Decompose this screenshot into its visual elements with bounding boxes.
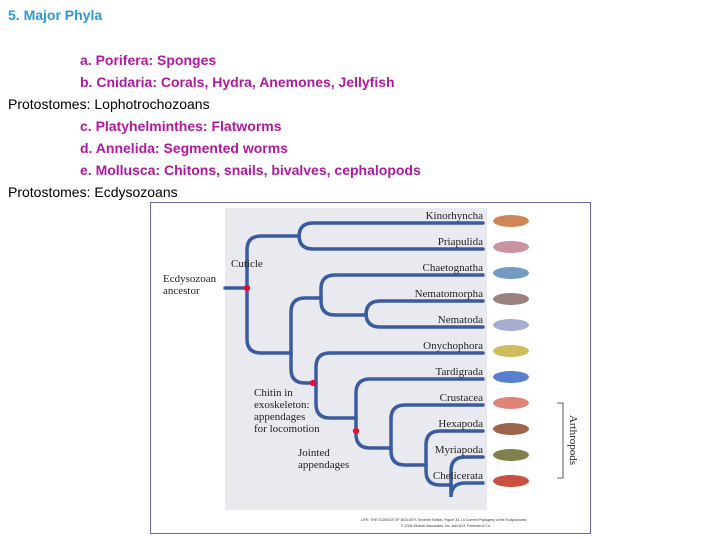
phylum-platyhelminthes: c. Platyhelminthes: Flatworms bbox=[80, 118, 282, 134]
phylum-cnidaria: b. Cnidaria: Corals, Hydra, Anemones, Je… bbox=[80, 74, 395, 90]
tree-panel bbox=[225, 208, 487, 510]
branch-hexapoda bbox=[424, 429, 485, 467]
branch-to-hex bbox=[389, 446, 428, 467]
ancestor-label-2: ancestor bbox=[163, 285, 200, 297]
animal-chaetognatha bbox=[493, 267, 529, 279]
branch-onychophora bbox=[314, 351, 485, 385]
chitin-label-3: appendages bbox=[254, 411, 305, 423]
phylogeny-svg: KinorhynchaPriapulidaChaetognathaNematom… bbox=[163, 208, 579, 528]
branch-to-rest bbox=[245, 286, 293, 355]
taxa-labels: KinorhynchaPriapulidaChaetognathaNematom… bbox=[415, 210, 484, 482]
animal-nematoda bbox=[493, 319, 529, 331]
group-lophotrochozoans: Protostomes: Lophotrochozoans bbox=[8, 96, 210, 112]
jointed-label-1: Jointed bbox=[298, 447, 330, 459]
branch-crustacea bbox=[389, 403, 485, 450]
animal-nematomorpha bbox=[493, 293, 529, 305]
taxon-label-kinorhyncha: Kinorhyncha bbox=[426, 210, 484, 222]
taxon-label-priapulida: Priapulida bbox=[438, 236, 483, 248]
ancestor-label-1: Ecdysozoan bbox=[163, 273, 217, 285]
taxon-label-hexapoda: Hexapoda bbox=[438, 418, 483, 430]
animal-illustrations bbox=[493, 215, 529, 487]
tree-branches bbox=[223, 221, 485, 498]
taxon-label-tardigrada: Tardigrada bbox=[436, 366, 484, 378]
branch-to-chaeto-group bbox=[289, 296, 323, 355]
animal-crustacea bbox=[493, 397, 529, 409]
slide-title: 5. Major Phyla bbox=[8, 7, 103, 23]
phylum-porifera: a. Porifera: Sponges bbox=[80, 52, 217, 68]
taxon-label-crustacea: Crustacea bbox=[440, 392, 483, 404]
branch-tardigrada bbox=[354, 377, 485, 420]
branch-to-myr bbox=[424, 463, 453, 487]
taxon-label-chaetognatha: Chaetognatha bbox=[423, 262, 484, 274]
animal-kinorhyncha bbox=[493, 215, 529, 227]
animal-onychophora bbox=[493, 345, 529, 357]
branch-myriapoda bbox=[449, 455, 485, 487]
branch-to-tard bbox=[314, 381, 358, 420]
taxon-label-nematomorpha: Nematomorpha bbox=[415, 288, 484, 300]
arthropods-label: Arthropods bbox=[567, 415, 579, 465]
branch-to-nemato bbox=[319, 296, 368, 317]
chitin-label-2: exoskeleton: bbox=[254, 399, 310, 411]
jointed-label-2: appendages bbox=[298, 459, 349, 471]
animal-priapulida bbox=[493, 241, 529, 253]
taxon-label-nematoda: Nematoda bbox=[438, 314, 483, 326]
phylum-mollusca: e. Mollusca: Chitons, snails, bivalves, … bbox=[80, 162, 421, 178]
branch-nematoda bbox=[364, 312, 485, 329]
branch-chelicerata bbox=[449, 481, 485, 498]
branch-to-kp bbox=[245, 234, 301, 290]
taxon-label-onychophora: Onychophora bbox=[423, 340, 483, 352]
node-jointed bbox=[352, 427, 360, 435]
figure-credit: LIFE: THE SCIENCE OF BIOLOGY, Seventh Ed… bbox=[361, 518, 527, 522]
branch-priapulida bbox=[297, 234, 485, 251]
branch-nematomorpha bbox=[364, 299, 485, 317]
node-chitin bbox=[309, 379, 317, 387]
branch-to-panarthropoda bbox=[289, 351, 318, 385]
chitin-label-1: Chitin in bbox=[254, 387, 293, 399]
branch-chaetognatha bbox=[319, 273, 485, 300]
cuticle-label: Cuticle bbox=[231, 258, 263, 270]
taxon-label-myriapoda: Myriapoda bbox=[435, 444, 483, 456]
group-ecdysozoans: Protostomes: Ecdysozoans bbox=[8, 184, 178, 200]
taxon-label-chelicerata: Chelicerata bbox=[433, 470, 483, 482]
animal-myriapoda bbox=[493, 449, 529, 461]
node-cuticle bbox=[243, 284, 251, 292]
phylum-annelida: d. Annelida: Segmented worms bbox=[80, 140, 288, 156]
arthropod-bracket bbox=[557, 402, 564, 479]
chitin-label-4: for locomotion bbox=[254, 423, 320, 435]
figure-copyright: © 2004 Sinauer Associates, Inc. and W.H.… bbox=[401, 524, 491, 528]
animal-hexapoda bbox=[493, 423, 529, 435]
animal-tardigrada bbox=[493, 371, 529, 383]
animal-chelicerata bbox=[493, 475, 529, 487]
